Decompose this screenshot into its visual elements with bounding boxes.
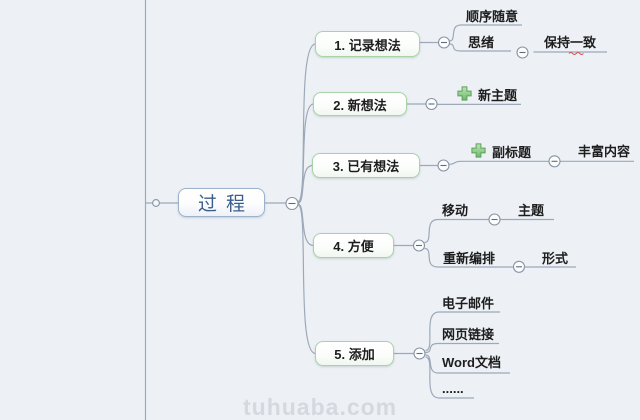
subtopic-ellipsis[interactable]: ......: [442, 381, 464, 396]
connector-branch5-child1: [425, 311, 500, 352]
branch1-topic-label: 1. 记录想法: [334, 37, 401, 53]
subtopic-fubiaoti[interactable]: 副标题: [492, 145, 532, 160]
connector-branch1-child1: [449, 24, 522, 42]
collapse-button-root[interactable]: [285, 196, 299, 211]
subtopic-fengfuneirong[interactable]: 丰富内容: [578, 144, 631, 159]
subtopic-dianziyoujian[interactable]: 电子邮件: [442, 295, 495, 311]
collapse-handle[interactable]: [152, 199, 160, 207]
connector-branch4-child2: [424, 247, 514, 268]
collapse-button-sixu[interactable]: [516, 46, 529, 59]
branch5-topic[interactable]: 5. 添加: [315, 341, 394, 366]
plus-icon: [471, 143, 486, 158]
connector-root-branch2: [297, 103, 314, 204]
plus-icon: [457, 86, 472, 101]
branch4-topic-label: 4. 方便: [333, 239, 374, 254]
collapse-button-yidong[interactable]: [488, 213, 501, 226]
branch2-topic-label: 2. 新想法: [333, 97, 387, 113]
connector-branch4-child1: [424, 218, 489, 244]
subtopic-xinzhuti[interactable]: 新主题: [478, 88, 518, 103]
root-topic-label: 过程: [197, 194, 254, 215]
connector-lines: [144, 0, 634, 420]
connector-root-branch5: [297, 204, 316, 355]
connector-branch5-child2: [425, 342, 499, 354]
branch2-topic[interactable]: 2. 新想法: [313, 92, 407, 116]
branch3-topic-label: 3. 已有想法: [332, 159, 400, 174]
subtopic-baochiyizhi[interactable]: 保持一致: [544, 35, 597, 50]
subtopic-shunxusuiyi[interactable]: 顺序随意: [466, 9, 519, 24]
connector-branch5-child4: [425, 356, 474, 399]
connector-branch5-child3: [425, 354, 510, 374]
subtopic-word-wendang[interactable]: Word文档: [442, 355, 501, 370]
subtopic-chongxinbianpai[interactable]: 重新编排: [443, 250, 496, 266]
connector-branch1-child2: [449, 43, 511, 52]
collapse-button-branch5[interactable]: [413, 347, 426, 360]
watermark: tuhuaba.com: [243, 394, 398, 420]
branch1-topic[interactable]: 1. 记录想法: [315, 31, 420, 57]
collapse-button-branch4[interactable]: [412, 239, 426, 252]
collapse-button-branch1[interactable]: [437, 36, 451, 49]
subtopic-sixu[interactable]: 思绪: [468, 35, 495, 50]
subtopic-wangyelianjie[interactable]: 网页链接: [442, 327, 495, 342]
branch5-topic-label: 5. 添加: [334, 347, 375, 362]
subtopic-yidong[interactable]: 移动: [442, 203, 469, 218]
collapse-button-branch2[interactable]: [425, 97, 438, 111]
connector-root-branch3: [297, 164, 313, 204]
branch3-topic[interactable]: 3. 已有想法: [312, 153, 420, 178]
spellcheck-underline: [568, 52, 584, 55]
connector-root-branch1: [297, 43, 316, 203]
connector-branch3-child1: [449, 160, 549, 165]
collapse-button-chongxinbianpai[interactable]: [512, 260, 526, 273]
root-topic[interactable]: 过程: [178, 188, 265, 217]
collapse-button-fubiaoti[interactable]: [548, 155, 561, 168]
subtopic-zhuti[interactable]: 主题: [518, 203, 545, 218]
branch4-topic[interactable]: 4. 方便: [313, 233, 394, 258]
connector-root-branch4: [297, 203, 314, 247]
collapse-button-branch3[interactable]: [437, 159, 450, 172]
subtopic-xingshi[interactable]: 形式: [542, 251, 569, 266]
